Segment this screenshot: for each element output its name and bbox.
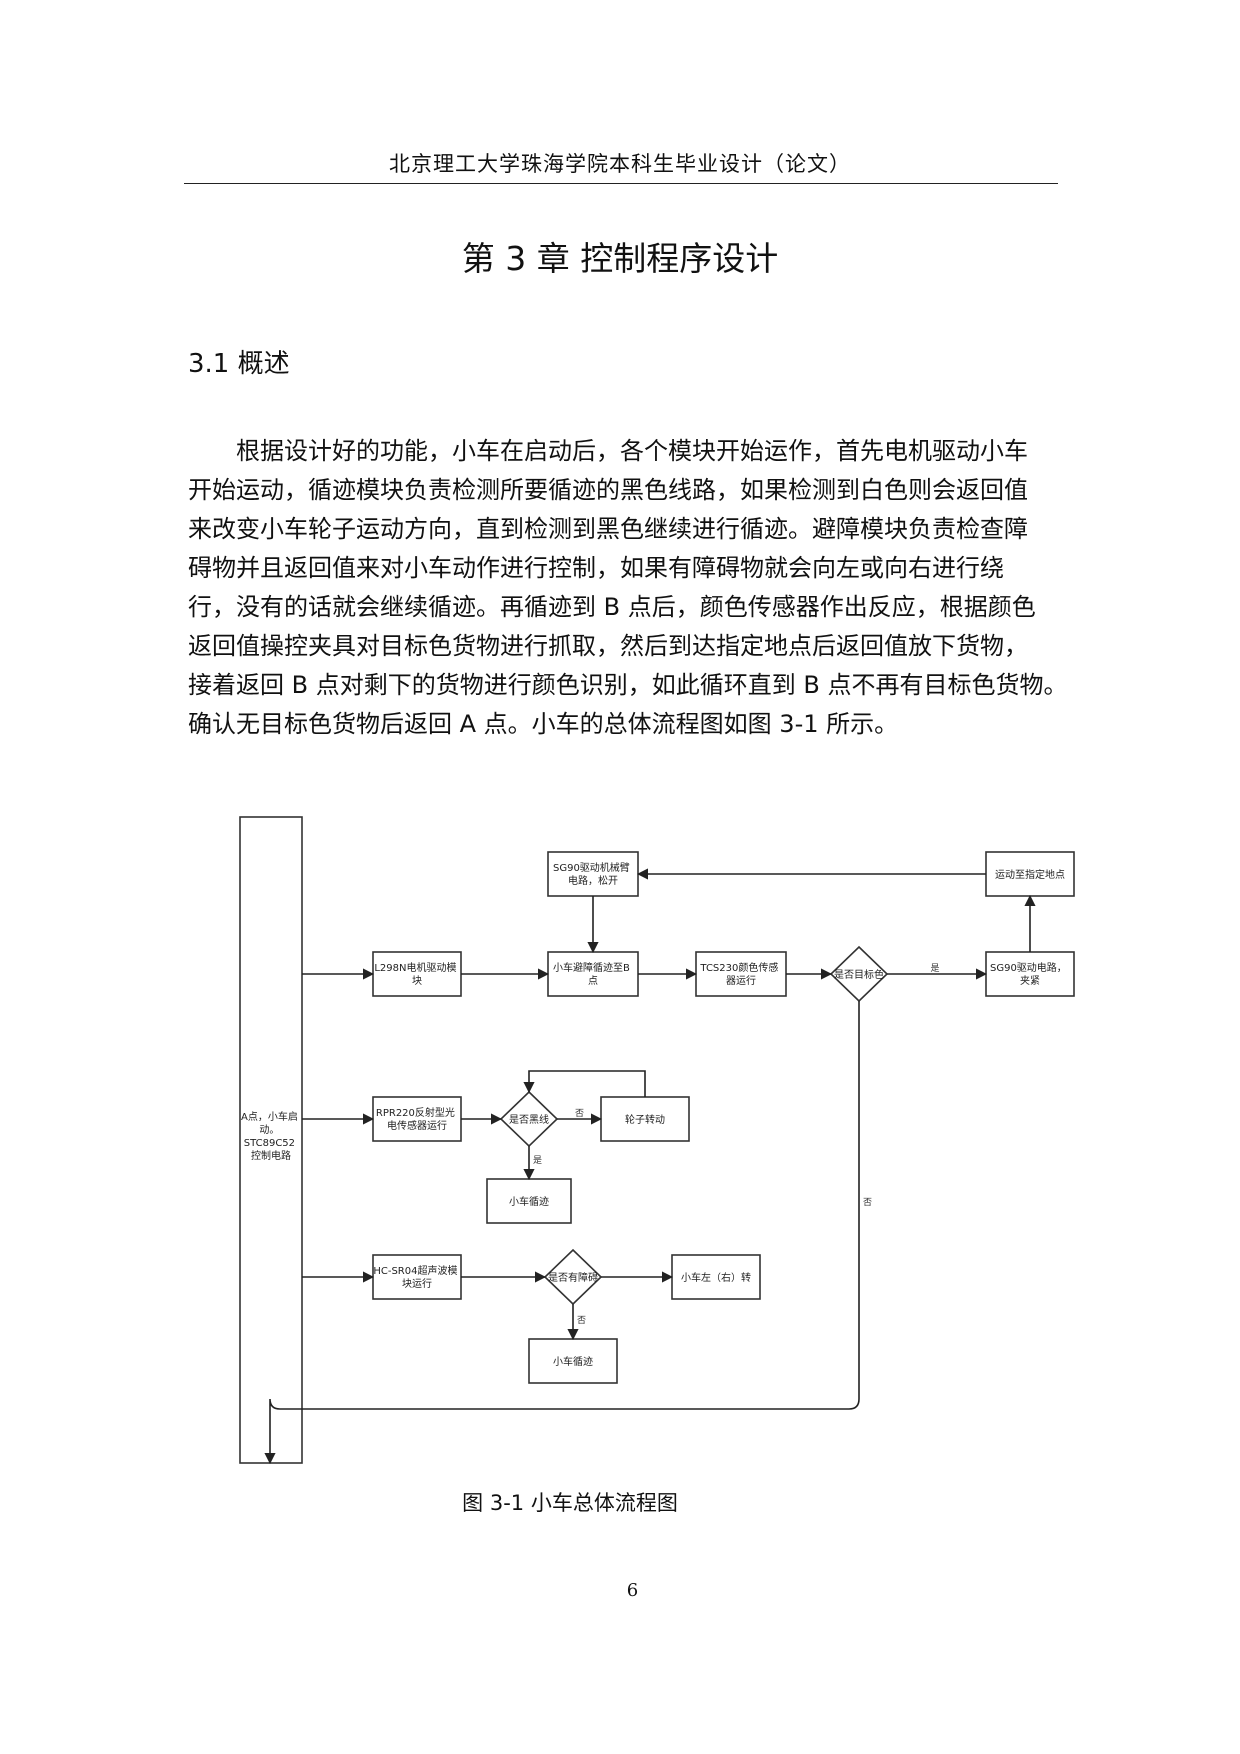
l298n-box bbox=[372, 951, 462, 997]
rpr220-label: RPR220反射型光 电传感器运行 bbox=[376, 1106, 458, 1132]
chapter-title: 第 3 章 控制程序设计 bbox=[461, 239, 779, 278]
is-black-line-label: 是否黑线 bbox=[509, 1113, 549, 1126]
sg90-clamp-box bbox=[985, 951, 1075, 997]
car-track-1-box bbox=[486, 1178, 572, 1224]
tcs230-box bbox=[695, 951, 787, 997]
flowchart-svg: A点，小车启 动。 STC89C52 控制电路 L298N电机驱动模 块 小车避… bbox=[239, 816, 1075, 1465]
paragraph-line: 接着返回 B 点对剩下的货物进行颜色识别，如此循环直到 B 点不再有目标色货物。 bbox=[188, 671, 1068, 699]
paragraph-line: 来改变小车轮子运动方向，直到检测到黑色继续进行循迹。避障模块负责检查障 bbox=[188, 515, 1028, 543]
section-title: 3.1 概述 bbox=[188, 349, 290, 379]
tcs230-label: TCS230颜色传感 器运行 bbox=[699, 961, 781, 987]
edge-label-no-black: 否 bbox=[575, 1108, 584, 1119]
start-block bbox=[239, 816, 303, 1464]
car-turn-label: 小车左（右）转 bbox=[681, 1271, 751, 1284]
car-turn-box bbox=[671, 1254, 761, 1300]
car-track-2-label: 小车循迹 bbox=[553, 1355, 593, 1368]
header-rule bbox=[184, 183, 1058, 184]
edge-label-yes-black: 是 bbox=[533, 1155, 542, 1166]
rpr220-box bbox=[372, 1096, 462, 1142]
l298n-label: L298N电机驱动模 块 bbox=[374, 961, 459, 987]
sg90-release-box bbox=[547, 851, 639, 897]
paragraph-line: 行，没有的话就会继续循迹。再循迹到 B 点后，颜色传感器作出反应，根据颜色 bbox=[188, 593, 1036, 621]
is-target-color-label: 是否目标色 bbox=[834, 968, 884, 981]
has-obstacle-label: 是否有障碍 bbox=[548, 1271, 598, 1284]
car-track-1-label: 小车循迹 bbox=[509, 1195, 549, 1208]
edge-label-no-loop: 否 bbox=[863, 1197, 872, 1208]
sg90-clamp-label: SG90驱动电路， 夹紧 bbox=[990, 961, 1070, 987]
paragraph-line: 碍物并且返回值来对小车动作进行控制，如果有障碍物就会向左或向右进行绕 bbox=[188, 554, 1004, 582]
paragraph-line: 开始运动，循迹模块负责检测所要循迹的黑色线路，如果检测到白色则会返回值 bbox=[188, 476, 1028, 504]
wheel-turn-label: 轮子转动 bbox=[625, 1113, 665, 1126]
paragraph-line: 返回值操控夹具对目标色货物进行抓取，然后到达指定地点后返回值放下货物， bbox=[188, 632, 1028, 660]
hcsr04-box bbox=[372, 1254, 462, 1300]
hcsr04-label: HC-SR04超声波模 块运行 bbox=[373, 1264, 460, 1290]
paragraph-line: 确认无目标色货物后返回 A 点。小车的总体流程图如图 3-1 所示。 bbox=[188, 710, 899, 738]
move-to-target-label: 运动至指定地点 bbox=[995, 868, 1065, 881]
running-header: 北京理工大学珠海学院本科生毕业设计（论文） bbox=[389, 152, 851, 176]
edge-loop-back bbox=[264, 1001, 860, 1465]
start-block-label: A点，小车启 动。 STC89C52 控制电路 bbox=[241, 1110, 301, 1162]
avoid-to-b-box bbox=[547, 951, 639, 997]
body-paragraph: 根据设计好的功能，小车在启动后，各个模块开始运作，首先电机驱动小车 开始运动，循… bbox=[188, 432, 1068, 744]
edge-label-yes: 是 bbox=[930, 963, 939, 974]
avoid-to-b-label: 小车避障循迹至B 点 bbox=[553, 961, 633, 987]
flowchart-figure: A点，小车启 动。 STC89C52 控制电路 L298N电机驱动模 块 小车避… bbox=[230, 805, 1090, 1475]
figure-caption: 图 3-1 小车总体流程图 bbox=[462, 1491, 678, 1515]
sg90-release-label: SG90驱动机械臂 电路，松开 bbox=[553, 861, 633, 887]
edge-wheel-loop bbox=[523, 1070, 646, 1097]
page-number: 6 bbox=[626, 1580, 639, 1601]
paragraph-line: 根据设计好的功能，小车在启动后，各个模块开始运作，首先电机驱动小车 bbox=[236, 437, 1028, 465]
edge-label-no-obstacle: 否 bbox=[577, 1315, 586, 1326]
